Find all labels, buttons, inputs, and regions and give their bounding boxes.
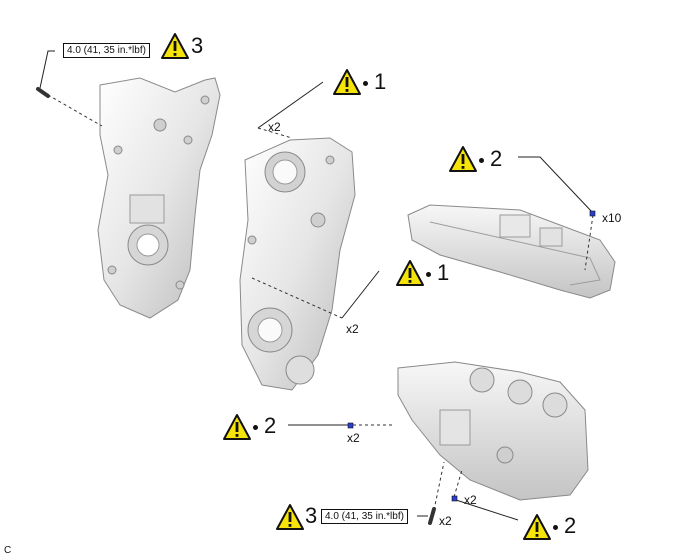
stud-lower-bottom xyxy=(451,495,458,502)
stud-upper-pan xyxy=(589,210,596,217)
pin-bottom xyxy=(428,507,436,525)
warning-triangle-icon xyxy=(276,504,304,530)
oil-pan-upper xyxy=(407,204,616,299)
callout-number: 2 xyxy=(479,148,502,170)
quantity-label: x2 xyxy=(268,120,281,134)
callout-number: 1 xyxy=(426,262,449,284)
quantity-label: x2 xyxy=(464,493,477,507)
torque-spec-label: 4.0 (41, 35 in.*lbf) xyxy=(63,43,150,58)
callout-number: 3 xyxy=(191,33,204,58)
quantity-label: x2 xyxy=(346,322,359,336)
pin-top-left xyxy=(36,87,50,98)
warning-triangle-icon xyxy=(523,514,551,540)
torque-spec-label: 4.0 (41, 35 in.*lbf) xyxy=(321,509,408,524)
fasteners xyxy=(36,87,596,525)
callout-number: 2 xyxy=(553,515,576,537)
quantity-label: x10 xyxy=(602,211,622,225)
callout-number: 2 xyxy=(253,415,276,437)
timing-chain-cover xyxy=(239,137,356,391)
warning-triangle-icon xyxy=(449,146,477,172)
stud-lower-left xyxy=(347,422,354,429)
timing-chain-case-rear xyxy=(97,77,221,319)
quantity-label: x2 xyxy=(439,514,452,528)
warning-triangle-icon xyxy=(396,260,424,286)
illustration-code: C xyxy=(4,545,12,556)
warning-triangle-icon xyxy=(223,414,251,440)
warning-triangle-icon xyxy=(333,69,361,95)
crankcase-lower xyxy=(397,361,589,501)
callout-number: 3 xyxy=(305,503,318,528)
callout-number: 1 xyxy=(363,71,386,93)
dashed-leaders xyxy=(47,94,594,511)
quantity-label: x2 xyxy=(347,431,360,445)
warning-triangle-icon xyxy=(161,33,189,59)
solid-leaders xyxy=(39,50,594,521)
